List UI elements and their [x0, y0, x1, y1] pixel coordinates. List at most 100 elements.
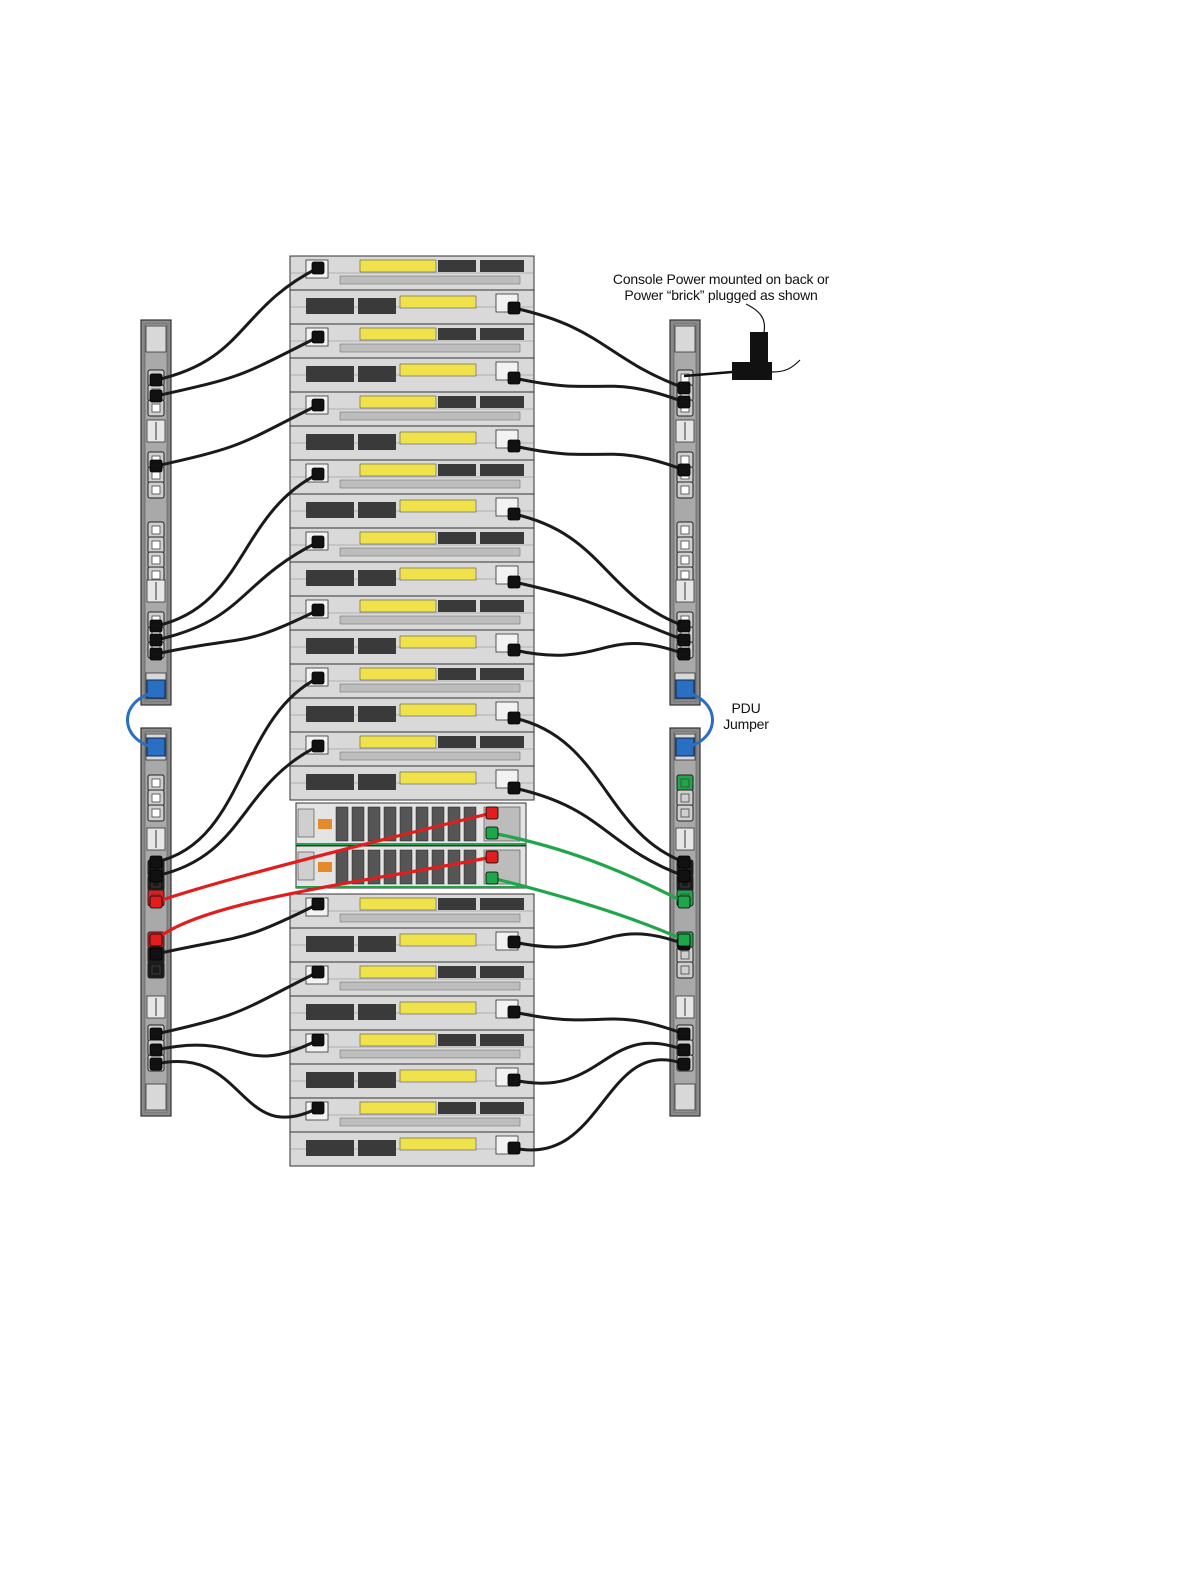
- plug-icon: [312, 898, 324, 910]
- server-label: [360, 668, 436, 680]
- plug-icon: [150, 1058, 162, 1070]
- outlet-socket: [681, 526, 689, 534]
- right-upper-pdu: [670, 320, 700, 705]
- plug-icon: [312, 331, 324, 343]
- server-label: [400, 364, 476, 376]
- outlet-socket: [152, 486, 160, 494]
- server-label: [360, 328, 436, 340]
- plug-icon: [312, 262, 324, 274]
- drive-bay: [438, 260, 476, 272]
- plug-icon: [678, 856, 690, 868]
- outlet-socket: [152, 779, 160, 787]
- server-label: [400, 1002, 476, 1014]
- server-label: [360, 1102, 436, 1114]
- drive-bay: [306, 434, 354, 450]
- server-unit: [290, 928, 534, 962]
- drive-bay: [306, 936, 354, 952]
- server-label: [400, 934, 476, 946]
- power-cable: [514, 1012, 684, 1034]
- drive-bay: [358, 298, 396, 314]
- shelf-status-light: [318, 862, 332, 872]
- outlet-socket: [152, 556, 160, 564]
- disk-slot: [464, 807, 476, 841]
- drive-bay: [306, 1140, 354, 1156]
- shelf-status-light: [318, 819, 332, 829]
- server-unit: [290, 324, 534, 358]
- drive-bay: [358, 1072, 396, 1088]
- plug-icon: [312, 468, 324, 480]
- drive-bay: [438, 898, 476, 910]
- pdu-end-cap: [675, 1084, 695, 1110]
- drive-bay: [438, 600, 476, 612]
- io-ports: [340, 276, 520, 284]
- drive-bay: [438, 328, 476, 340]
- pdu-end-cap: [675, 326, 695, 352]
- plug-icon: [312, 1034, 324, 1046]
- plug-icon: [678, 382, 690, 394]
- outlet-socket: [681, 556, 689, 564]
- drive-bay: [480, 600, 524, 612]
- plug-icon: [312, 1102, 324, 1114]
- power-cable: [514, 934, 684, 947]
- io-ports: [340, 344, 520, 352]
- server-unit: [290, 1030, 534, 1064]
- drive-bay: [480, 328, 524, 340]
- io-ports: [340, 616, 520, 624]
- brick-cord: [772, 360, 800, 372]
- power-cable: [514, 514, 684, 626]
- plug-icon: [678, 634, 690, 646]
- drive-bay: [306, 570, 354, 586]
- pdu-jumper-note: PDU Jumper: [712, 700, 780, 732]
- pdu-jumper-note-line1: PDU: [712, 700, 780, 716]
- outlet-socket: [681, 966, 689, 974]
- server-unit: [290, 426, 534, 460]
- server-label: [360, 736, 436, 748]
- server-label: [400, 772, 476, 784]
- outlet-socket: [681, 486, 689, 494]
- outlet-socket: [681, 571, 689, 579]
- plug-icon: [678, 396, 690, 408]
- drive-bay: [438, 396, 476, 408]
- drive-bay: [306, 1072, 354, 1088]
- drive-bay: [438, 1034, 476, 1046]
- drive-bay: [480, 1102, 524, 1114]
- server-unit: [290, 766, 534, 800]
- outlet-socket: [152, 404, 160, 412]
- plug-icon: [508, 1006, 520, 1018]
- console-power-note: Console Power mounted on back or Power “…: [596, 271, 846, 303]
- outlet-socket: [681, 951, 689, 959]
- plug-icon: [508, 782, 520, 794]
- disk-slot: [416, 807, 428, 841]
- disk-slot: [416, 850, 428, 884]
- rack-layer: [290, 256, 534, 1166]
- io-ports: [340, 480, 520, 488]
- server-unit: [290, 596, 534, 630]
- drive-bay: [438, 464, 476, 476]
- server-label: [400, 568, 476, 580]
- pdu-end-cap: [146, 326, 166, 352]
- plug-icon: [312, 740, 324, 752]
- io-ports: [340, 1050, 520, 1058]
- server-label: [400, 1070, 476, 1082]
- drive-bay: [358, 706, 396, 722]
- drive-bay: [306, 638, 354, 654]
- server-unit: [290, 1064, 534, 1098]
- server-unit: [290, 732, 534, 766]
- io-ports: [340, 548, 520, 556]
- disk-slot: [336, 807, 348, 841]
- drive-bay: [358, 1004, 396, 1020]
- plug-icon: [150, 870, 162, 882]
- drive-bay: [480, 898, 524, 910]
- plug-icon: [678, 464, 690, 476]
- outlet-socket: [152, 809, 160, 817]
- plug-icon: [486, 807, 498, 819]
- outlet-socket: [681, 794, 689, 802]
- io-ports: [340, 684, 520, 692]
- pdu-jumper-note-line2: Jumper: [712, 716, 780, 732]
- outlet-socket: [152, 571, 160, 579]
- plug-icon: [508, 576, 520, 588]
- pdu-inlet: [147, 680, 165, 698]
- server-label: [400, 704, 476, 716]
- server-unit: [290, 392, 534, 426]
